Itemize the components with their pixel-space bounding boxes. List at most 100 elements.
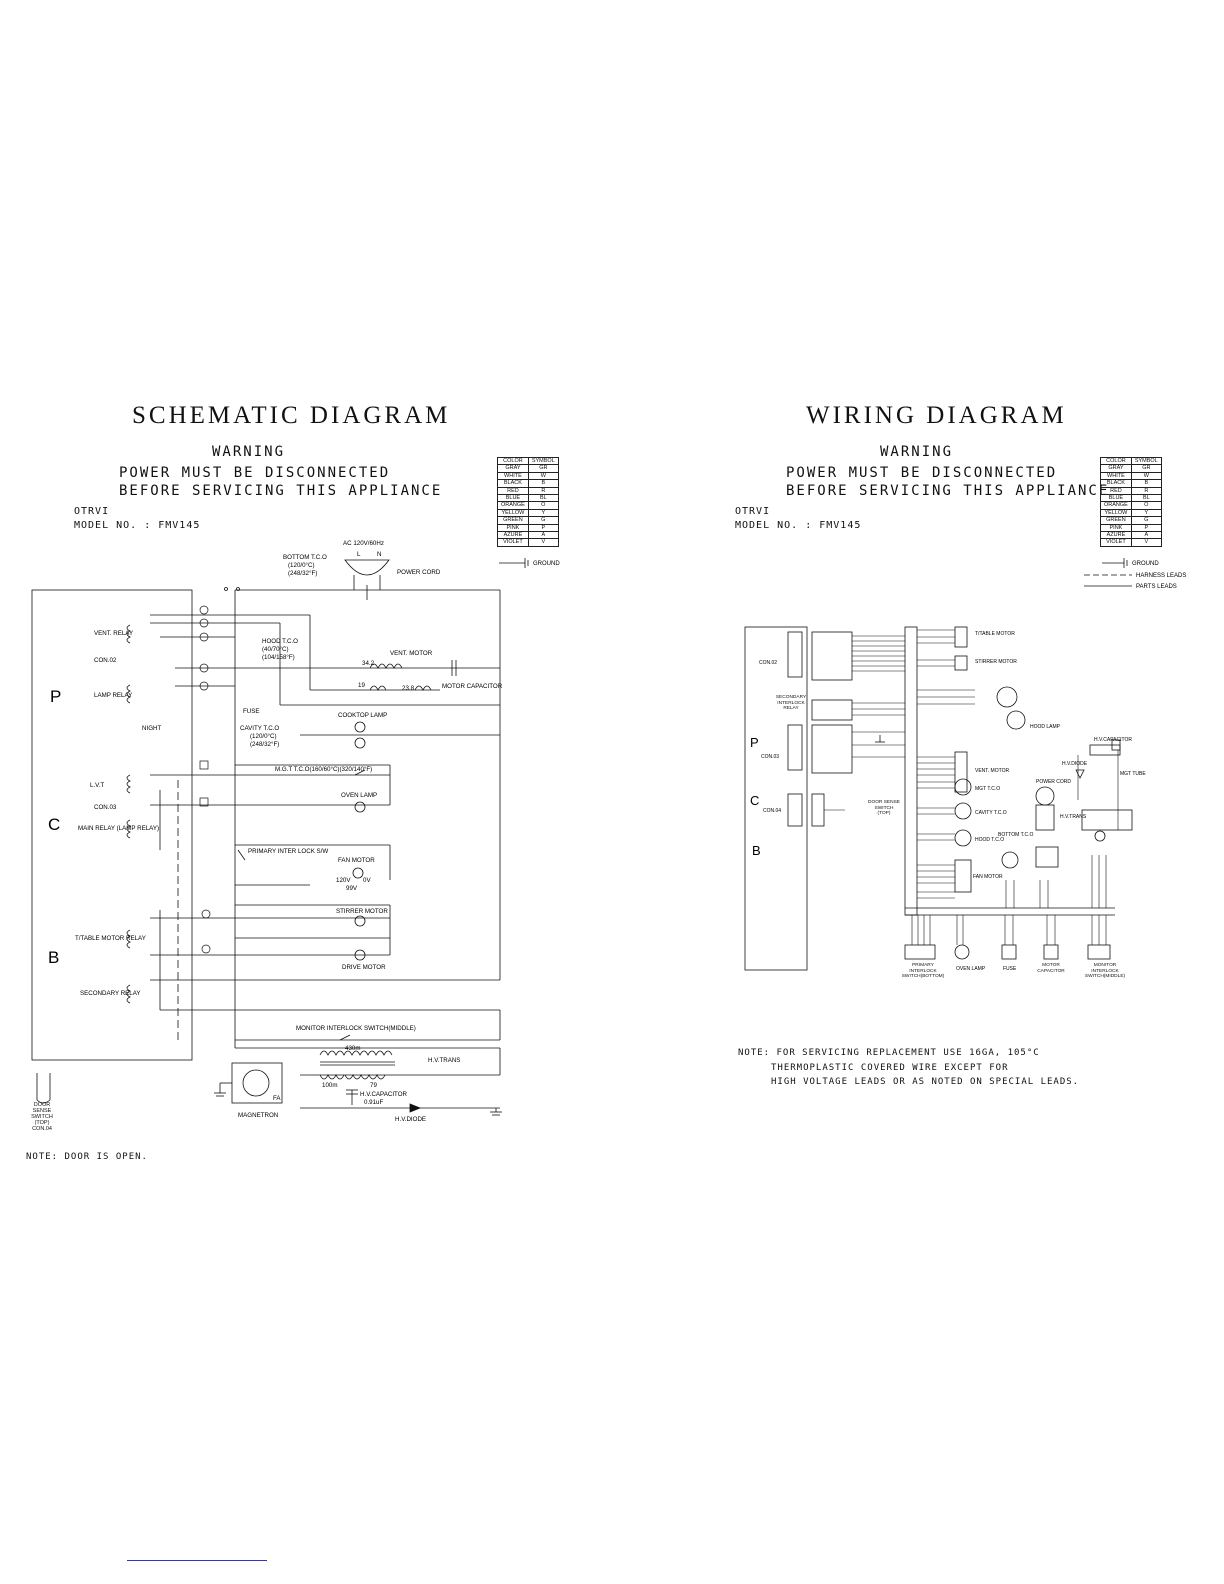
con03-connector <box>787 724 803 771</box>
cavity-tco-temp2: (248/32°F) <box>250 741 279 748</box>
wiring-monitor-interlock-label: MONITOR INTERLOCK SWITCH(MIDDLE) <box>1084 963 1126 979</box>
primary-interlock-label: PRIMARY INTER LOCK S/W <box>248 848 328 855</box>
drive-motor-label: DRIVE MOTOR <box>342 964 386 971</box>
wiring-note-line1: NOTE: FOR SERVICING REPLACEMENT USE 16GA… <box>738 1048 1040 1058</box>
wiring-door-sense-label: DOOR SENSE SWITCH (TOP) <box>868 800 900 816</box>
color-symbol: R <box>527 486 559 496</box>
color-symbol: O <box>527 501 559 510</box>
drive-motor-icon <box>354 949 366 961</box>
color-name: AZURE <box>1100 531 1132 540</box>
bottom-tco-label: BOTTOM T.C.O <box>283 554 327 561</box>
ttable-motor-icon <box>996 686 1018 708</box>
hv-diode-label: H.V.DIODE <box>395 1116 426 1123</box>
wiring-fan-motor-label: FAN MOTOR <box>973 874 1003 880</box>
color-symbol: GR <box>1130 464 1162 473</box>
ground-label: GROUND <box>1132 561 1159 567</box>
wiring-secondary-relay-label: SECONDARY INTERLOCK RELAY <box>775 695 807 711</box>
cavity-tco-temp1: (120/0°C) <box>250 733 277 740</box>
wiring-con03-label: CON.03 <box>761 754 779 760</box>
oven-lamp-label: OVEN LAMP <box>341 792 377 799</box>
line-label: L <box>357 551 361 558</box>
bottom-tco-temp1: (120/0°C) <box>288 562 315 569</box>
wiring-note-line2: THERMOPLASTIC COVERED WIRE EXCEPT FOR <box>771 1063 1009 1073</box>
color-name: BLACK <box>1100 479 1132 488</box>
schematic-title: SCHEMATIC DIAGRAM <box>132 402 451 429</box>
con02-connector <box>787 631 803 678</box>
color-name: WHITE <box>497 471 529 481</box>
cooktop-lamp-icon-1 <box>354 721 366 733</box>
color-symbol: A <box>1130 531 1162 540</box>
fan-v1: 120V <box>336 877 351 884</box>
color-name: BLACK <box>497 479 529 488</box>
color-symbol: B <box>527 479 559 488</box>
fan-v2: 0V <box>363 877 371 884</box>
color-name: ORANGE <box>497 501 529 510</box>
monitor-interlock-icon <box>1087 944 1111 960</box>
wiring-warning-line2: BEFORE SERVICING THIS APPLIANCE <box>786 483 1110 499</box>
harness-leads-label: HARNESS LEADS <box>1136 573 1186 579</box>
wiring-fuse-label: FUSE <box>1003 966 1017 972</box>
color-name: RED <box>1100 486 1132 496</box>
color-header: COLOR <box>497 456 529 466</box>
symbol-header: SYMBOL <box>527 456 559 466</box>
hood-lamp-icon <box>1006 710 1026 730</box>
schematic-warning-line1: POWER MUST BE DISCONNECTED <box>119 465 391 481</box>
hv-trans-label: H.V.TRANS <box>428 1057 460 1064</box>
cavity-tco-label: CAVITY T.C.O <box>240 725 279 732</box>
schematic-section-c: C <box>48 815 60 834</box>
monitor-interlock-label: MONITOR INTERLOCK SWITCH(MIDDLE) <box>296 1025 416 1032</box>
wiring-control-board <box>744 626 808 971</box>
wiring-con02-label: CON.02 <box>759 660 777 666</box>
color-symbol: A <box>527 531 559 540</box>
oven-lamp-icon <box>354 801 366 813</box>
color-name: ORANGE <box>1100 501 1132 510</box>
color-name: YELLOW <box>497 508 529 518</box>
fan-motor-label: FAN MOTOR <box>338 857 375 864</box>
primary-interlock-icon <box>904 944 936 960</box>
color-symbol: G <box>1130 516 1162 525</box>
wiring-model-line2: MODEL NO. : FMV145 <box>735 520 862 531</box>
color-name: VIOLET <box>1100 538 1132 547</box>
wiring-warning: WARNING <box>880 444 954 460</box>
vent-motor-label: VENT. MOTOR <box>390 650 433 657</box>
color-name: GRAY <box>1100 464 1132 473</box>
lvt-label: L.V.T <box>90 782 104 789</box>
ohm238-label: 23.8 <box>402 685 415 692</box>
fa-label: FA <box>273 1095 281 1102</box>
con04-connector <box>787 793 803 827</box>
color-name: YELLOW <box>1100 508 1132 518</box>
secondary-relay-label: SECONDARY RELAY <box>80 990 141 997</box>
schematic-diagram: P C B AC 120V/60Hz L N POWER CORD BOTTOM… <box>31 540 503 1132</box>
wiring-mgt-tco-label: MGT T.C.O <box>975 786 1000 792</box>
wiring-cavity-tco-label: CAVITY T.C.O <box>975 810 1007 816</box>
con03-label: CON.03 <box>94 804 117 811</box>
wiring-note-line3: HIGH VOLTAGE LEADS OR AS NOTED ON SPECIA… <box>771 1077 1080 1087</box>
schematic-warning-line2: BEFORE SERVICING THIS APPLIANCE <box>119 483 443 499</box>
color-name: RED <box>497 486 529 496</box>
color-name: GREEN <box>1100 516 1132 525</box>
color-symbol: B <box>1130 479 1162 488</box>
cavity-tco-icon <box>954 802 972 820</box>
color-symbol: Y <box>1130 508 1162 518</box>
cooktop-lamp-icon-2 <box>354 737 366 749</box>
fan-motor-box <box>954 859 972 893</box>
hv-capacitor-label: H.V.CAPACITOR <box>360 1091 408 1098</box>
hood-tco-temp1: (40/70°C) <box>262 646 289 653</box>
color-symbol: GR <box>527 464 559 473</box>
vent-motor-coil <box>369 663 403 669</box>
schematic-note: NOTE: DOOR IS OPEN. <box>26 1152 148 1162</box>
ohm19-label: 19 <box>358 682 365 689</box>
oven-lamp-icon <box>954 944 970 960</box>
footer-link-underline[interactable] <box>127 1560 267 1561</box>
